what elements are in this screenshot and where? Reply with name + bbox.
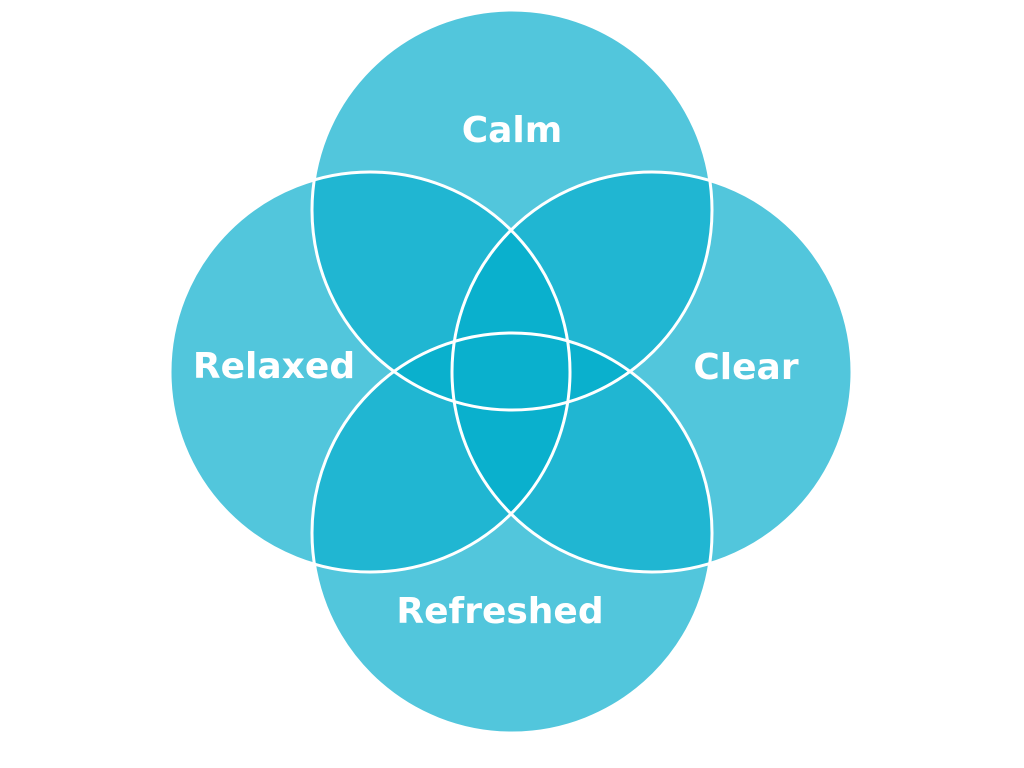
label-calm: Calm: [462, 110, 563, 151]
outline-left: [168, 170, 572, 574]
label-relaxed: Relaxed: [193, 346, 355, 387]
outline-bottom: [310, 331, 714, 735]
label-clear: Clear: [693, 347, 798, 388]
label-refreshed: Refreshed: [396, 591, 603, 632]
outline-right: [450, 170, 854, 574]
outline-top: [310, 8, 714, 412]
